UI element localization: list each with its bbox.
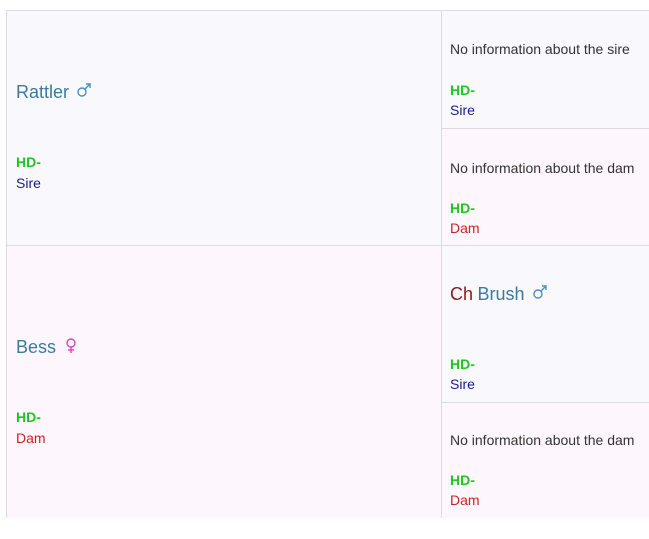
male-icon (529, 285, 548, 305)
male-icon (73, 83, 92, 103)
dam-dam-cell: No information about the dam HD- Dam (441, 402, 649, 518)
sire-name-link[interactable]: Rattler (16, 82, 70, 102)
dam-sire-hd-status: HD- (450, 356, 475, 372)
dam-hd-status: HD- (16, 409, 41, 425)
sire-sire-role-label: Sire (450, 102, 475, 118)
sire-hd-status: HD- (16, 154, 41, 170)
sire-dam-cell: No information about the dam HD- Dam (441, 128, 649, 245)
champion-title: Ch (450, 284, 474, 304)
sire-sire-hd-status: HD- (450, 82, 475, 98)
dam-sire-name-link[interactable]: Brush (477, 284, 525, 304)
pedigree-table: Rattler HD- Sire Bess HD- (6, 10, 649, 518)
dam-dam-no-info: No information about the dam (450, 432, 635, 448)
sire-sire-cell: No information about the sire HD- Sire (441, 11, 649, 128)
sire-cell: Rattler HD- Sire (7, 11, 441, 245)
dam-role-label: Dam (16, 430, 46, 446)
dam-sire-cell: Ch Brush HD- Sire (441, 245, 649, 402)
female-icon (60, 338, 79, 360)
sire-dam-hd-status: HD- (450, 200, 475, 216)
dam-name-link[interactable]: Bess (16, 337, 57, 357)
sire-dam-role-label: Dam (450, 220, 480, 236)
sire-role-label: Sire (16, 175, 41, 191)
sire-sire-no-info: No information about the sire (450, 41, 630, 57)
dam-cell: Bess HD- Dam (7, 245, 441, 518)
dam-dam-role-label: Dam (450, 492, 480, 508)
sire-dam-no-info: No information about the dam (450, 160, 635, 176)
dam-sire-role-label: Sire (450, 376, 475, 392)
dam-dam-hd-status: HD- (450, 472, 475, 488)
